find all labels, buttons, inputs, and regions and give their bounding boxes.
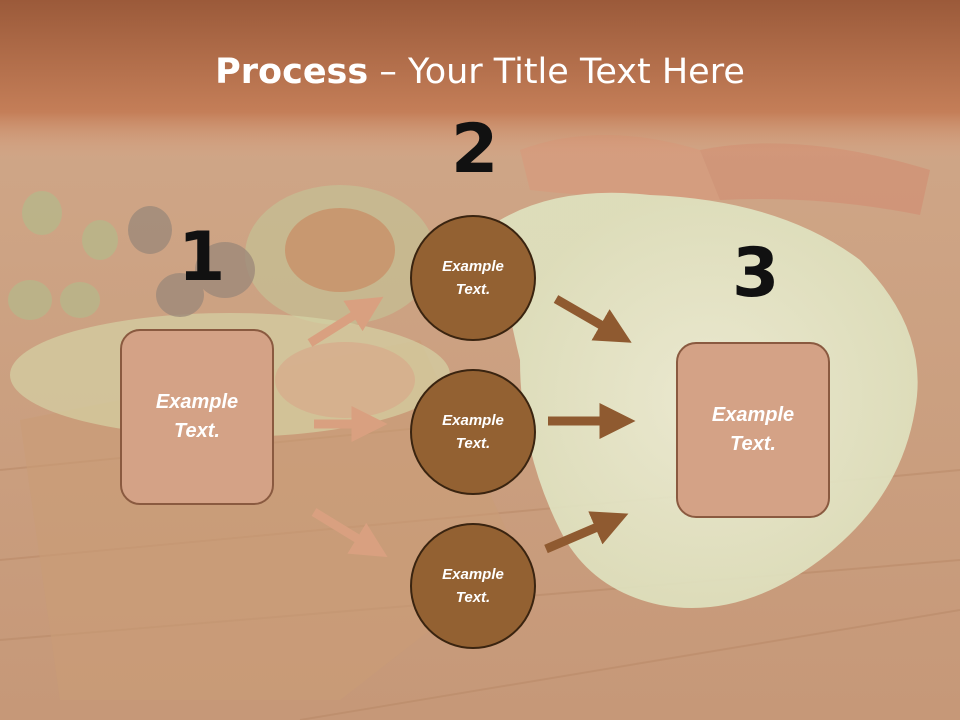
arrow-2c-to-3	[544, 511, 629, 554]
step-2-circle-middle[interactable]: Example Text.	[410, 369, 536, 495]
step-2-circle-top[interactable]: Example Text.	[410, 215, 536, 341]
step-1-box[interactable]: Example Text.	[120, 329, 274, 505]
step-number-1: 1	[178, 218, 226, 297]
step-3-text: Example Text.	[711, 404, 795, 455]
circle-bottom-text: Example Text.	[442, 566, 504, 606]
step-2-circle-bottom[interactable]: Example Text.	[410, 523, 536, 649]
step-number-3: 3	[732, 234, 780, 313]
title-bold: Process	[215, 52, 369, 92]
step-1-text: Example Text.	[155, 391, 239, 442]
circle-top-text: Example Text.	[442, 258, 504, 298]
circle-middle-text: Example Text.	[442, 412, 504, 452]
step-number-2: 2	[451, 110, 499, 189]
step-3-box[interactable]: Example Text.	[676, 342, 830, 518]
arrow-1-to-2c	[311, 508, 388, 558]
arrow-2a-to-3	[553, 295, 632, 343]
arrow-1-to-2a	[307, 296, 384, 347]
slide-title: Process – Your Title Text Here	[0, 52, 960, 92]
title-rest: – Your Title Text Here	[368, 52, 745, 92]
